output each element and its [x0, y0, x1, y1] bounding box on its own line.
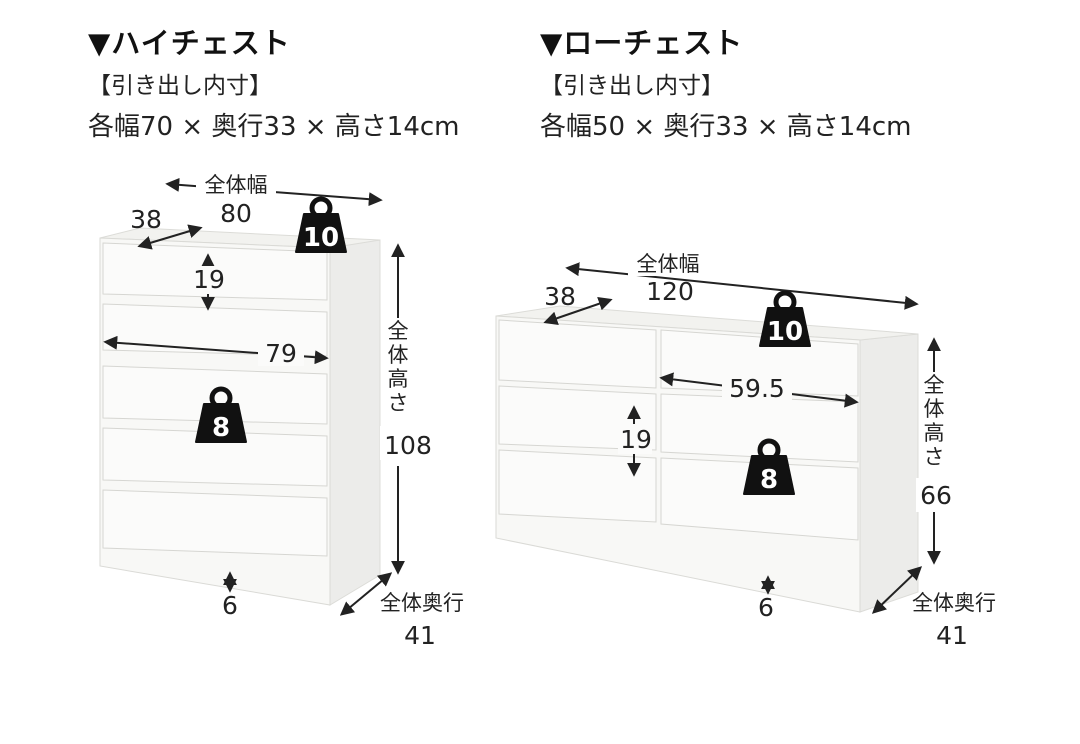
- low-height-dimension: 全 体 高 さ 66: [916, 337, 960, 565]
- low-width-label: 全体幅: [637, 252, 700, 276]
- low-height-char-1: 全: [924, 373, 945, 397]
- high-drawer-load-value: 8: [212, 413, 230, 443]
- weight-icon: 10: [295, 196, 347, 253]
- low-chest-drawer-dims: 各幅50 × 奥行33 × 高さ14cm: [540, 112, 912, 142]
- low-base-value: 6: [758, 593, 774, 622]
- low-width-dimension: 全体幅 120: [565, 252, 919, 310]
- low-chest-drawer-label: 【引き出し内寸】: [540, 73, 724, 99]
- high-drawer-width-value: 79: [265, 339, 297, 368]
- low-top-load-value: 10: [767, 317, 803, 347]
- low-height-value: 66: [920, 481, 952, 510]
- low-base-dimension: 6: [758, 575, 775, 622]
- high-base-value: 6: [222, 591, 238, 620]
- high-base-dimension: 6: [222, 571, 238, 620]
- high-height-char-1: 全: [388, 319, 409, 343]
- high-top-depth-dimension: 38: [130, 205, 203, 250]
- high-chest-title: ▼ハイチェスト: [88, 26, 291, 60]
- high-chest-drawer-dims: 各幅70 × 奥行33 × 高さ14cm: [88, 112, 460, 142]
- low-top-depth-value: 38: [544, 282, 576, 311]
- low-chest-illustration: [495, 305, 919, 613]
- low-drawer-width-dimension: 59.5: [659, 372, 859, 408]
- high-top-load-value: 10: [303, 223, 339, 253]
- high-drawer-height-value: 19: [193, 265, 225, 294]
- low-drawer-width-value: 59.5: [729, 374, 785, 403]
- high-height-char-4: さ: [388, 391, 409, 415]
- high-depth-value: 41: [404, 621, 436, 650]
- high-height-char-3: 高: [388, 367, 409, 391]
- low-depth-dimension: 全体奥行 41: [871, 566, 996, 650]
- high-chest-drawer-label: 【引き出し内寸】: [88, 73, 272, 99]
- high-width-value: 80: [220, 199, 252, 228]
- low-depth-value: 41: [936, 621, 968, 650]
- high-drawer-width-dimension: 79: [103, 335, 329, 368]
- high-width-label: 全体幅: [205, 173, 268, 197]
- low-chest-title: ▼ローチェスト: [540, 26, 744, 60]
- high-drawer-height-dimension: 19: [192, 253, 226, 311]
- low-drawer-load-value: 8: [760, 465, 778, 495]
- weight-icon: 10: [759, 290, 811, 347]
- low-drawer-height-dimension: 19: [618, 405, 652, 477]
- weight-icon: 8: [195, 386, 247, 443]
- weight-icon: 8: [743, 438, 795, 495]
- high-height-dimension: 全 体 高 さ 108: [380, 243, 436, 575]
- low-width-value: 120: [646, 277, 694, 306]
- low-height-char-3: 高: [924, 421, 945, 445]
- low-depth-label: 全体奥行: [912, 591, 996, 615]
- high-width-dimension: 全体幅 80: [165, 173, 383, 228]
- high-top-depth-value: 38: [130, 205, 162, 234]
- high-depth-label: 全体奥行: [380, 591, 464, 615]
- high-height-value: 108: [384, 431, 432, 460]
- low-drawer-height-value: 19: [620, 425, 652, 454]
- high-depth-dimension: 全体奥行 41: [339, 572, 464, 650]
- low-top-depth-dimension: 38: [543, 282, 613, 325]
- high-height-char-2: 体: [388, 343, 409, 367]
- low-height-char-4: さ: [924, 445, 945, 469]
- low-height-char-2: 体: [924, 397, 945, 421]
